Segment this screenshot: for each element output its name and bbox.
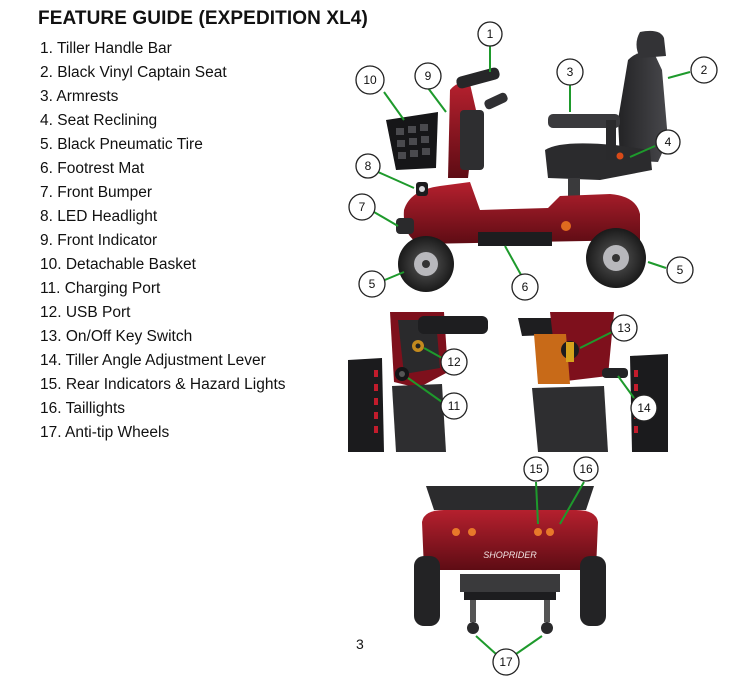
charging-port-detail: 12 11	[348, 312, 496, 452]
scooter-side-view: 1 2 3 4 5 6 7 8 9 10 5	[348, 21, 718, 301]
svg-text:1: 1	[487, 27, 494, 41]
callout-15: 15	[523, 456, 549, 482]
callout-11: 11	[440, 392, 468, 420]
svg-text:14: 14	[637, 401, 651, 415]
callout-4: 4	[655, 129, 681, 155]
callout-8: 8	[355, 153, 381, 179]
svg-text:7: 7	[359, 200, 366, 214]
callout-17: 17	[492, 648, 520, 676]
feature-item: 12. USB Port	[40, 304, 131, 321]
svg-text:6: 6	[522, 280, 529, 294]
seat-back	[618, 52, 668, 162]
svg-text:11: 11	[448, 399, 461, 413]
feature-item: 4. Seat Reclining	[40, 112, 158, 129]
feature-item: 14. Tiller Angle Adjustment Lever	[40, 352, 266, 369]
feature-item: 8. LED Headlight	[40, 208, 158, 225]
svg-text:10: 10	[363, 73, 377, 87]
body-shroud	[403, 182, 640, 244]
seat-cushion	[545, 143, 652, 180]
feature-item: 2. Black Vinyl Captain Seat	[40, 64, 227, 81]
svg-text:4: 4	[665, 135, 672, 149]
callout-12: 12	[440, 348, 468, 376]
anti-tip-wheel-right	[541, 622, 553, 634]
svg-text:5: 5	[369, 277, 376, 291]
callout-5-front: 5	[358, 270, 386, 298]
callout-10: 10	[355, 65, 385, 95]
feature-item: 6. Footrest Mat	[40, 160, 145, 177]
rear-badge: SHOPRIDER	[483, 550, 537, 560]
page-number: 3	[356, 636, 364, 652]
callout-6: 6	[511, 273, 539, 301]
feature-item: 3. Armrests	[40, 88, 119, 105]
feature-item: 11. Charging Port	[40, 280, 161, 297]
callout-13: 13	[610, 314, 638, 342]
feature-item: 17. Anti-tip Wheels	[40, 424, 170, 441]
svg-text:17: 17	[499, 655, 513, 669]
svg-text:5: 5	[677, 263, 684, 277]
feature-item: 15. Rear Indicators & Hazard Lights	[40, 376, 286, 393]
callout-2: 2	[690, 56, 718, 84]
callout-3: 3	[556, 58, 584, 86]
svg-text:9: 9	[425, 69, 432, 83]
feature-item: 16. Taillights	[40, 400, 126, 417]
svg-text:2: 2	[701, 63, 708, 77]
page-title: FEATURE GUIDE (EXPEDITION XL4)	[38, 8, 368, 29]
feature-item: 13. On/Off Key Switch	[40, 328, 193, 345]
front-bumper	[396, 218, 414, 234]
rear-body	[422, 510, 598, 570]
svg-text:16: 16	[579, 462, 593, 476]
feature-item: 7. Front Bumper	[40, 184, 152, 201]
callout-7: 7	[348, 193, 376, 221]
anti-tip-wheel-left	[467, 622, 479, 634]
callout-14: 14	[630, 394, 658, 422]
svg-text:13: 13	[617, 321, 631, 335]
feature-list: 1. Tiller Handle Bar 2. Black Vinyl Capt…	[40, 37, 286, 445]
tiller-handle	[456, 67, 500, 89]
feature-item: 5. Black Pneumatic Tire	[40, 136, 203, 153]
svg-text:8: 8	[365, 159, 372, 173]
armrest	[548, 114, 620, 128]
key-switch-detail: 13 14	[518, 312, 668, 452]
callout-5-rear: 5	[666, 256, 694, 284]
footrest-mat	[478, 232, 552, 246]
svg-text:15: 15	[529, 462, 543, 476]
callout-16: 16	[573, 456, 599, 482]
svg-text:3: 3	[567, 65, 574, 79]
feature-item: 9. Front Indicator	[40, 232, 158, 249]
headrest	[636, 30, 666, 58]
scooter-rear-view: SHOPRIDER 15 16 17	[414, 456, 606, 676]
feature-item: 1. Tiller Handle Bar	[40, 40, 172, 57]
callout-9: 9	[414, 62, 442, 90]
callout-1: 1	[477, 21, 503, 47]
svg-text:12: 12	[447, 355, 461, 369]
feature-item: 10. Detachable Basket	[40, 256, 196, 273]
